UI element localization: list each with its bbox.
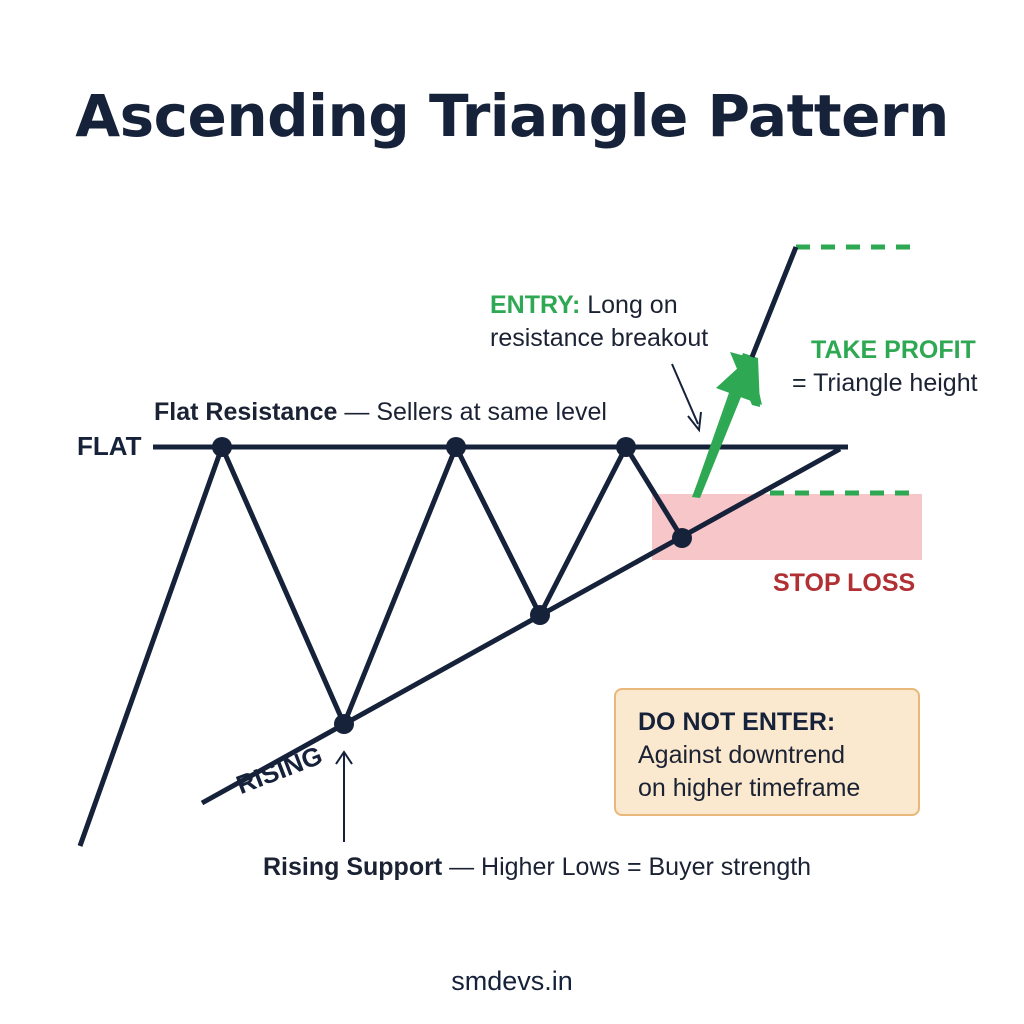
support-pointer-head: [335, 750, 353, 765]
warning-line-1: Against downtrend: [638, 740, 846, 769]
entry-pointer-line: [671, 363, 699, 425]
entry-label: ENTRY:: [490, 291, 581, 319]
support-touch-point: [530, 605, 550, 625]
warning-title: DO NOT ENTER:: [638, 708, 836, 736]
entry-annotation: ENTRY: Long on resistance breakout: [490, 289, 708, 354]
take-profit-annotation: TAKE PROFIT = Triangle height: [792, 334, 978, 399]
stop-loss-label: STOP LOSS: [773, 569, 916, 597]
flat-label: FLAT: [77, 431, 142, 461]
breakout-price-line: [749, 246, 799, 358]
support-annotation-rest: — Higher Lows = Buyer strength: [442, 853, 812, 881]
page-title: Ascending Triangle Pattern: [75, 82, 949, 150]
support-touch-point: [334, 714, 354, 734]
stop-loss-zone: [652, 494, 922, 560]
resistance-annotation: Flat Resistance — Sellers at same level: [154, 396, 607, 429]
rising-support-line: [200, 446, 842, 806]
support-annotation-strong: Rising Support: [263, 853, 443, 881]
warning-line-2: on higher timeframe: [638, 773, 861, 802]
support-touch-point: [672, 528, 692, 548]
support-annotation: Rising Support — Higher Lows = Buyer str…: [263, 851, 811, 884]
price-path: [77, 440, 685, 847]
resistance-touch-point: [446, 437, 466, 457]
entry-text-line2: resistance breakout: [490, 323, 709, 352]
entry-pointer-head: [687, 411, 702, 433]
resistance-touch-point: [616, 437, 636, 457]
entry-text: Long on: [580, 291, 678, 319]
take-profit-text: = Triangle height: [792, 368, 978, 397]
footer-site: smdevs.in: [451, 966, 573, 996]
breakout-arrow-shaft: [692, 388, 743, 498]
resistance-annotation-strong: Flat Resistance: [154, 398, 338, 426]
resistance-annotation-rest: — Sellers at same level: [337, 398, 607, 426]
resistance-touch-point: [212, 437, 232, 457]
take-profit-label: TAKE PROFIT: [811, 336, 976, 364]
warning-box: DO NOT ENTER: Against downtrend on highe…: [614, 688, 920, 816]
breakout-arrow-head: [716, 356, 762, 405]
